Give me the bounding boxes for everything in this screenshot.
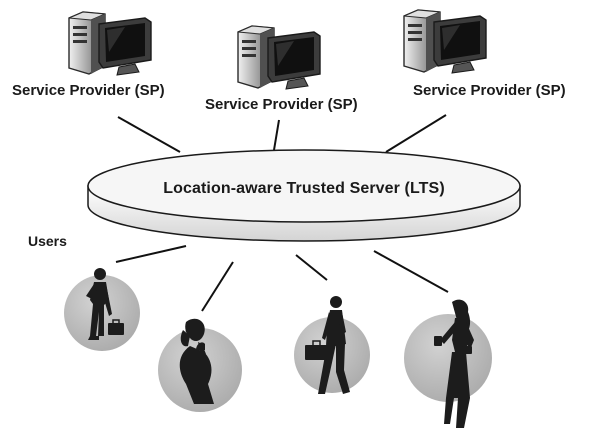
sp-label: Service Provider (SP) [413, 82, 566, 99]
businessman-with-briefcase-icon [86, 268, 124, 340]
walking-man-with-briefcase-icon [305, 296, 350, 394]
sp-label: Service Provider (SP) [205, 96, 358, 113]
lts-server-label: Location-aware Trusted Server (LTS) [163, 180, 445, 197]
sp-connectors [117, 114, 447, 153]
woman-on-phone-icon [179, 318, 214, 404]
sp-label: Service Provider (SP) [12, 82, 165, 99]
woman-with-coffee-icon [434, 299, 474, 428]
sp-computer-icon [403, 9, 487, 74]
user-connectors [115, 245, 449, 312]
sp-computer-icon [237, 25, 321, 90]
lts-server-disc [87, 149, 521, 242]
sp-computer-icon [68, 11, 152, 76]
users-label: Users [28, 233, 67, 249]
